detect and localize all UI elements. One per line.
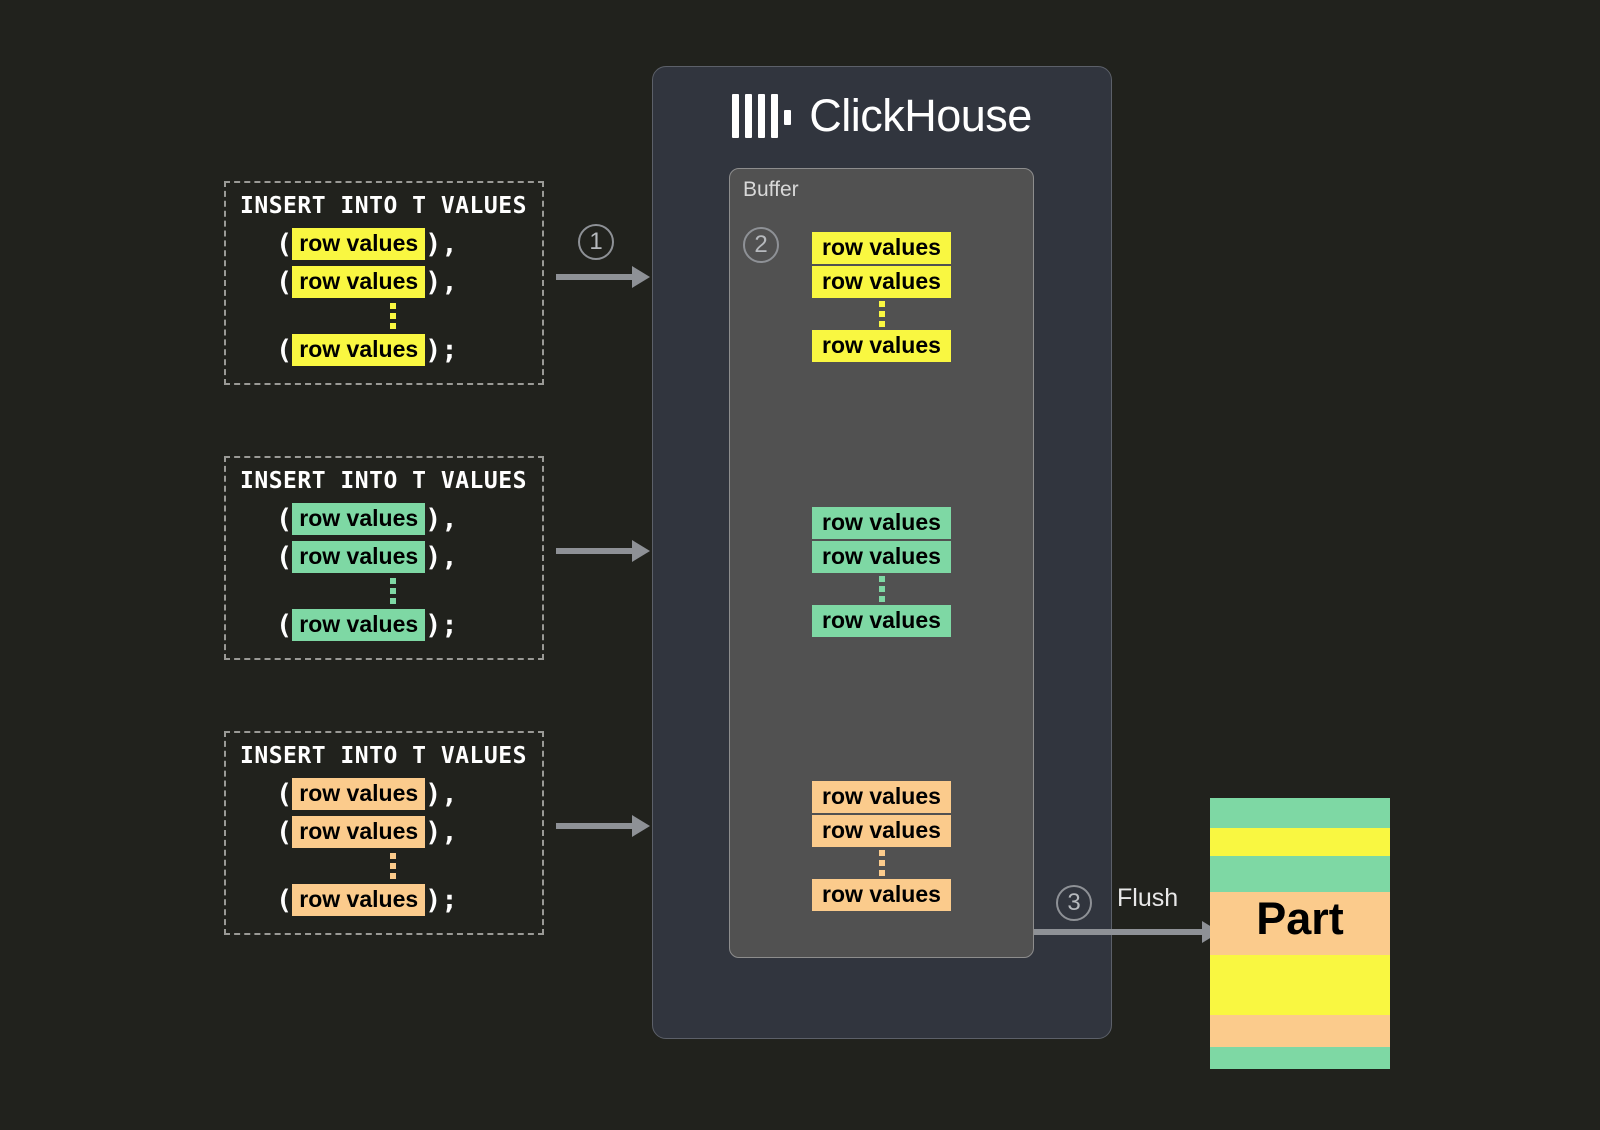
buffer-row: row values — [730, 231, 1033, 265]
buffer-row: row values — [730, 780, 1033, 814]
buffer-row: row values — [730, 540, 1033, 574]
vertical-ellipsis-icon — [730, 848, 1033, 878]
row-values-chip: row values — [812, 879, 951, 911]
row-values-chip: row values — [812, 541, 951, 573]
insert-row: ( row values ); — [240, 331, 528, 369]
open-paren: ( — [276, 334, 293, 366]
part-stripe-green — [1210, 1047, 1390, 1069]
vertical-ellipsis-icon — [240, 576, 528, 606]
part-stripe-orange — [1210, 892, 1390, 955]
row-values-chip: row values — [292, 334, 426, 366]
row-values-chip: row values — [292, 541, 426, 573]
open-paren: ( — [276, 778, 293, 810]
insert-header: INSERT INTO T VALUES — [240, 468, 527, 494]
row-values-chip: row values — [292, 503, 426, 535]
buffer-row: row values — [730, 506, 1033, 540]
clickhouse-bars-logo — [732, 93, 792, 138]
open-paren: ( — [276, 266, 293, 298]
insert-statement-box-yellow: INSERT INTO T VALUES ( row values ), ( r… — [224, 181, 544, 385]
insert-row: ( row values ), — [240, 538, 528, 576]
part-label: Part — [1256, 893, 1344, 944]
row-values-chip: row values — [812, 781, 951, 813]
row-values-chip: row values — [812, 232, 951, 264]
part-stripe-yellow — [1210, 828, 1390, 856]
insert-row: ( row values ), — [240, 775, 528, 813]
part-block: Part — [1210, 798, 1390, 1069]
part-stripe-green — [1210, 798, 1390, 828]
part-stripe-yellow — [1210, 955, 1390, 1015]
buffer-row: row values — [730, 265, 1033, 299]
close-paren: ), — [425, 266, 458, 298]
arrow-flush — [1034, 921, 1220, 943]
step-marker-1: 1 — [578, 224, 614, 260]
close-paren: ); — [425, 334, 458, 366]
row-values-chip: row values — [812, 266, 951, 298]
row-values-chip: row values — [292, 778, 426, 810]
open-paren: ( — [276, 816, 293, 848]
insert-row: ( row values ), — [240, 263, 528, 301]
open-paren: ( — [276, 609, 293, 641]
close-paren: ), — [425, 816, 458, 848]
part-stripe-orange — [1210, 1015, 1390, 1047]
close-paren: ), — [425, 541, 458, 573]
arrow-insert-2 — [556, 540, 650, 562]
buffer-row: row values — [730, 814, 1033, 848]
insert-header: INSERT INTO T VALUES — [240, 193, 527, 219]
insert-statement-box-orange: INSERT INTO T VALUES ( row values ), ( r… — [224, 731, 544, 935]
open-paren: ( — [276, 228, 293, 260]
insert-row: ( row values ); — [240, 881, 528, 919]
row-values-chip: row values — [292, 609, 426, 641]
close-paren: ), — [425, 778, 458, 810]
vertical-ellipsis-icon — [240, 851, 528, 881]
buffer-box: Buffer row values row values row values … — [729, 168, 1034, 958]
vertical-ellipsis-icon — [240, 301, 528, 331]
close-paren: ), — [425, 503, 458, 535]
row-values-chip: row values — [292, 884, 426, 916]
part-stripe-green — [1210, 856, 1390, 892]
flush-label: Flush — [1117, 884, 1179, 912]
insert-statement-box-green: INSERT INTO T VALUES ( row values ), ( r… — [224, 456, 544, 660]
row-values-chip: row values — [292, 228, 426, 260]
buffer-row: row values — [730, 329, 1033, 363]
buffer-group-yellow: row values row values row values — [730, 231, 1033, 363]
close-paren: ), — [425, 228, 458, 260]
row-values-chip: row values — [292, 816, 426, 848]
open-paren: ( — [276, 541, 293, 573]
vertical-ellipsis-icon — [730, 299, 1033, 329]
buffer-row: row values — [730, 878, 1033, 912]
insert-row: ( row values ), — [240, 225, 528, 263]
buffer-group-orange: row values row values row values — [730, 780, 1033, 912]
arrow-insert-1 — [556, 266, 650, 288]
insert-header: INSERT INTO T VALUES — [240, 743, 527, 769]
arrow-insert-3 — [556, 815, 650, 837]
buffer-row: row values — [730, 604, 1033, 638]
insert-row: ( row values ), — [240, 813, 528, 851]
row-values-chip: row values — [812, 815, 951, 847]
close-paren: ); — [425, 884, 458, 916]
row-values-chip: row values — [812, 330, 951, 362]
insert-row: ( row values ); — [240, 606, 528, 644]
clickhouse-wordmark: ClickHouse — [809, 90, 1032, 141]
step-marker-3: 3 — [1056, 885, 1092, 921]
row-values-chip: row values — [812, 507, 951, 539]
vertical-ellipsis-icon — [730, 574, 1033, 604]
row-values-chip: row values — [292, 266, 426, 298]
step-marker-2: 2 — [743, 227, 779, 263]
buffer-group-green: row values row values row values — [730, 506, 1033, 638]
buffer-label: Buffer — [743, 178, 799, 201]
row-values-chip: row values — [812, 605, 951, 637]
open-paren: ( — [276, 503, 293, 535]
insert-row: ( row values ), — [240, 500, 528, 538]
close-paren: ); — [425, 609, 458, 641]
clickhouse-logo-row: ClickHouse — [653, 93, 1111, 138]
open-paren: ( — [276, 884, 293, 916]
